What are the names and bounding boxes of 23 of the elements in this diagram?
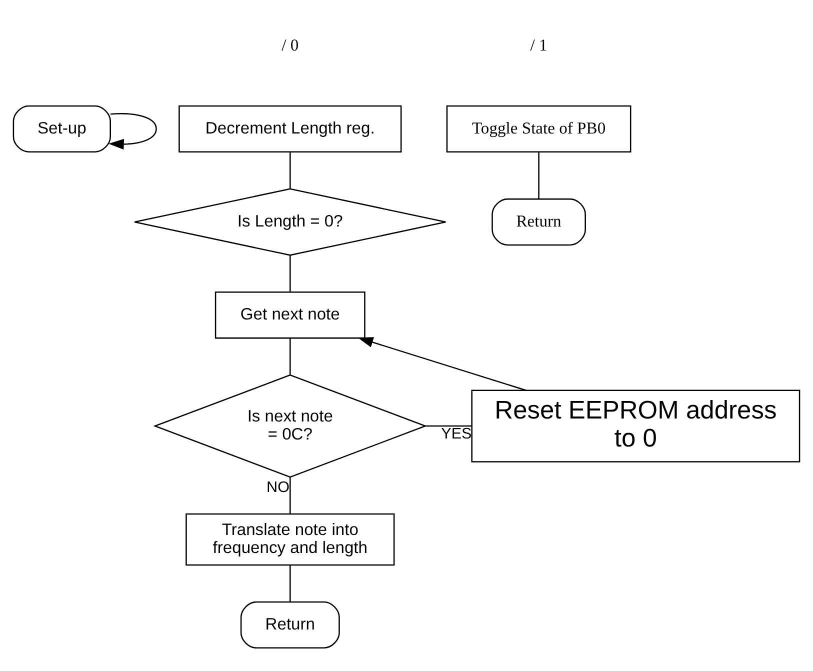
- node-box: Return: [492, 198, 586, 246]
- arrow: [358, 337, 526, 391]
- connector: [290, 338, 291, 375]
- node-diamond: Is next note = 0C?: [153, 374, 428, 478]
- node-box: Decrement Length reg.: [178, 105, 402, 153]
- node-box: Reset EEPROM address to 0: [471, 390, 800, 462]
- node-box: Return: [240, 601, 340, 649]
- label: / 1: [530, 35, 548, 54]
- edge-label: YES: [441, 425, 472, 442]
- node-diamond: Is Length = 0?: [134, 188, 446, 256]
- connector: [290, 565, 291, 602]
- node-box: Toggle State of PB0: [446, 105, 632, 153]
- arrow: [108, 113, 157, 150]
- connector: [538, 152, 540, 200]
- node-box: Translate note into frequency and length: [186, 513, 395, 566]
- node-box: Set-up: [12, 105, 111, 153]
- edge-label: NO: [266, 478, 290, 496]
- connector: [290, 255, 291, 292]
- connector: [290, 152, 291, 189]
- node-box: Get next note: [214, 292, 366, 339]
- connector: [425, 425, 472, 427]
- connector: [290, 477, 291, 514]
- label: / 0: [282, 35, 299, 54]
